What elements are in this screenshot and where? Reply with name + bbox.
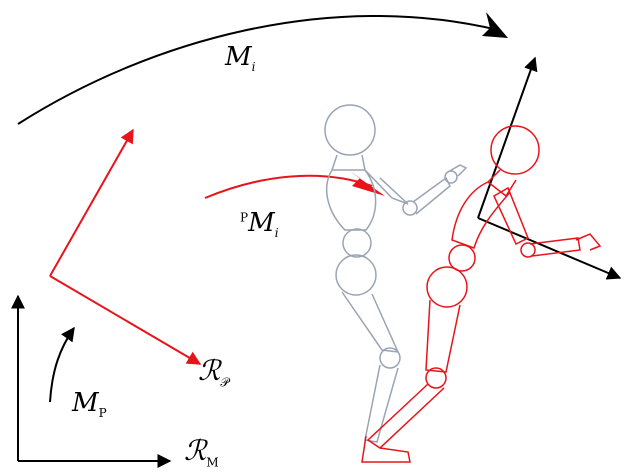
mp-label: MP [72, 388, 107, 420]
pmi-label-pre: P [240, 210, 249, 225]
mi-label-main: M [225, 42, 252, 72]
pmi-label: PMi [240, 208, 279, 240]
mi-label-sub: i [251, 60, 256, 75]
mp-label-main: M [72, 388, 99, 418]
mi-arc-arrowhead [482, 12, 508, 38]
pmi-label-main: M [248, 208, 275, 238]
mp-transform-arc [49, 326, 75, 403]
gray-mannequin [324, 104, 468, 443]
mp-label-sub: P [98, 406, 107, 421]
mi-transform-arc [17, 15, 499, 125]
rp-label: ℛ𝒫 [198, 354, 229, 391]
rm-label-main: ℛ [184, 434, 207, 467]
pmi-arc-arrowhead [348, 170, 385, 196]
local-axis-2 [477, 217, 622, 280]
rp-label-sub: 𝒫 [220, 375, 229, 390]
rp-axis-x [49, 275, 202, 365]
local-axis-1 [477, 56, 538, 219]
pmi-transform-arc [204, 174, 373, 199]
rm-label: ℛM [184, 434, 219, 470]
rp-axis-y [49, 128, 134, 277]
pmi-label-sub: i [274, 226, 279, 241]
mi-label: Mi [225, 42, 255, 74]
rp-label-main: ℛ [198, 354, 221, 387]
red-mannequin [361, 125, 602, 463]
rm-label-sub: M [206, 455, 219, 470]
